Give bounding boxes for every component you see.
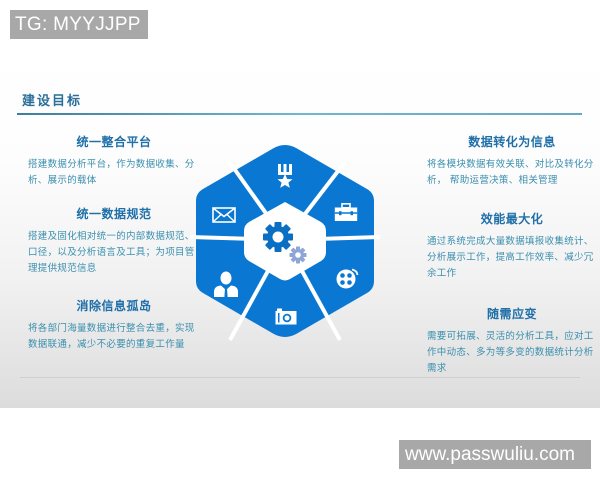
goal-block-max-efficiency: 效能最大化 通过系统完成大量数据填报收集统计、分析展示工作，提高工作效率、减少冗…: [427, 210, 597, 282]
goal-block-unified-platform: 统一整合平台 搭建数据分析平台，作为数据收集、分析、展示的载体: [28, 133, 198, 189]
goal-block-eliminate-silos: 消除信息孤岛 将各部门海量数据进行整合去重，实现数据联通，减少不必要的重复工作量: [28, 297, 198, 353]
goal-heading: 统一数据规范: [76, 207, 152, 221]
goal-description: 搭建数据分析平台，作为数据收集、分析、展示的载体: [28, 159, 195, 186]
hexagon-diagram: [189, 140, 381, 345]
camera-icon: [275, 308, 297, 325]
goal-heading: 随需应变: [486, 307, 537, 321]
goal-block-on-demand: 随需应变 需要可拓展、灵活的分析工具，应对工作中动态、多为等多变的数据统计分析需…: [427, 305, 597, 377]
title-divider: [17, 113, 582, 115]
envelope-icon: [212, 207, 236, 223]
film-reel-icon: [336, 268, 359, 289]
watermark-bottom: www.passwuliu.com: [399, 440, 591, 469]
goal-block-data-to-information: 数据转化为信息 将各模块数据有效关联、对比及转化分析， 帮助运营决策、相关管理: [427, 133, 597, 189]
goal-description: 通过系统完成大量数据填报收集统计、分析展示工作，提高工作效率、减少冗余工作: [427, 236, 594, 279]
user-icon: [214, 271, 238, 297]
goal-heading: 效能最大化: [480, 212, 544, 226]
goal-description: 将各部门海量数据进行整合去重，实现数据联通，减少不必要的重复工作量: [28, 323, 195, 350]
goal-block-data-standards: 统一数据规范 搭建及固化相对统一的内部数据规范、口径，以及分析语言及工具；为项目…: [28, 205, 198, 277]
slide-title: 建设目标: [22, 94, 83, 109]
goal-heading: 数据转化为信息: [468, 135, 556, 149]
goal-heading: 消除信息孤岛: [76, 299, 152, 313]
goal-description: 将各模块数据有效关联、对比及转化分析， 帮助运营决策、相关管理: [427, 159, 594, 186]
goal-description: 需要可拓展、灵活的分析工具，应对工作中动态、多为等多变的数据统计分析需求: [427, 331, 594, 374]
watermark-top: TG: MYYJJPP: [10, 10, 148, 39]
briefcase-icon: [334, 203, 358, 221]
gears-icon: [263, 222, 307, 264]
footer-divider: [20, 377, 580, 378]
goal-heading: 统一整合平台: [76, 135, 152, 149]
goal-description: 搭建及固化相对统一的内部数据规范、口径，以及分析语言及工具；为项目管理提供规范信…: [28, 231, 195, 274]
medal-icon: [277, 164, 293, 188]
